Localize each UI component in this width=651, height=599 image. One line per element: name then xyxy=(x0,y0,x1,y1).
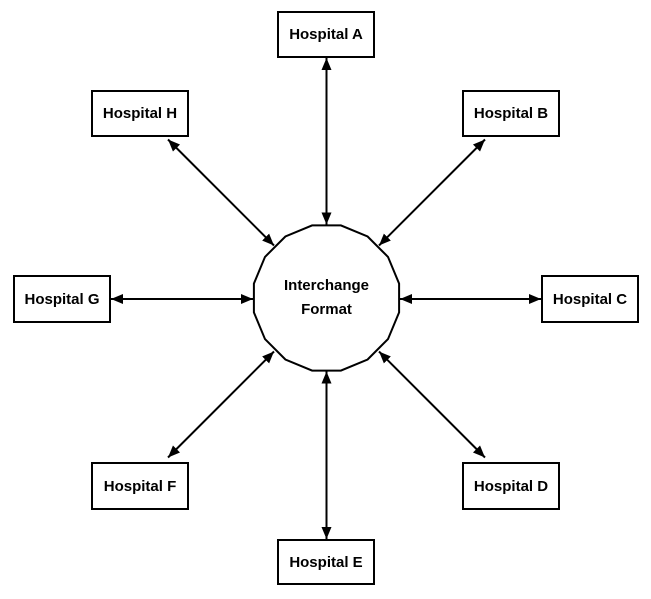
arrow-hospital-f-hub xyxy=(167,350,275,459)
node-hospital-h: Hospital H xyxy=(91,90,189,137)
hub-label-line2: Format xyxy=(301,301,352,318)
arrow-hospital-b-hub xyxy=(378,138,486,247)
hub-label: Interchange Format xyxy=(253,224,400,372)
node-hospital-g: Hospital G xyxy=(13,275,111,323)
hub-circle xyxy=(252,224,401,372)
node-hospital-b: Hospital B xyxy=(462,90,560,137)
node-hospital-a-label: Hospital A xyxy=(289,26,363,43)
node-hospital-b-label: Hospital B xyxy=(473,105,549,122)
node-hospital-e: Hospital E xyxy=(277,539,375,585)
node-hospital-d: Hospital D xyxy=(462,462,560,510)
node-hospital-h-label: Hospital H xyxy=(102,105,178,122)
node-hospital-c: Hospital C xyxy=(541,275,639,323)
node-hospital-g-label: Hospital G xyxy=(24,290,100,308)
node-hospital-e-label: Hospital E xyxy=(289,553,363,571)
node-hospital-f-label: Hospital F xyxy=(103,477,177,495)
arrow-hospital-h-hub xyxy=(167,138,275,247)
arrow-hospital-d-hub xyxy=(378,350,486,459)
hub-label-line1: Interchange xyxy=(283,277,370,294)
node-hospital-d-label: Hospital D xyxy=(473,477,549,495)
node-hospital-f: Hospital F xyxy=(91,462,189,510)
node-hospital-a: Hospital A xyxy=(277,11,375,58)
node-hospital-c-label: Hospital C xyxy=(552,290,628,308)
